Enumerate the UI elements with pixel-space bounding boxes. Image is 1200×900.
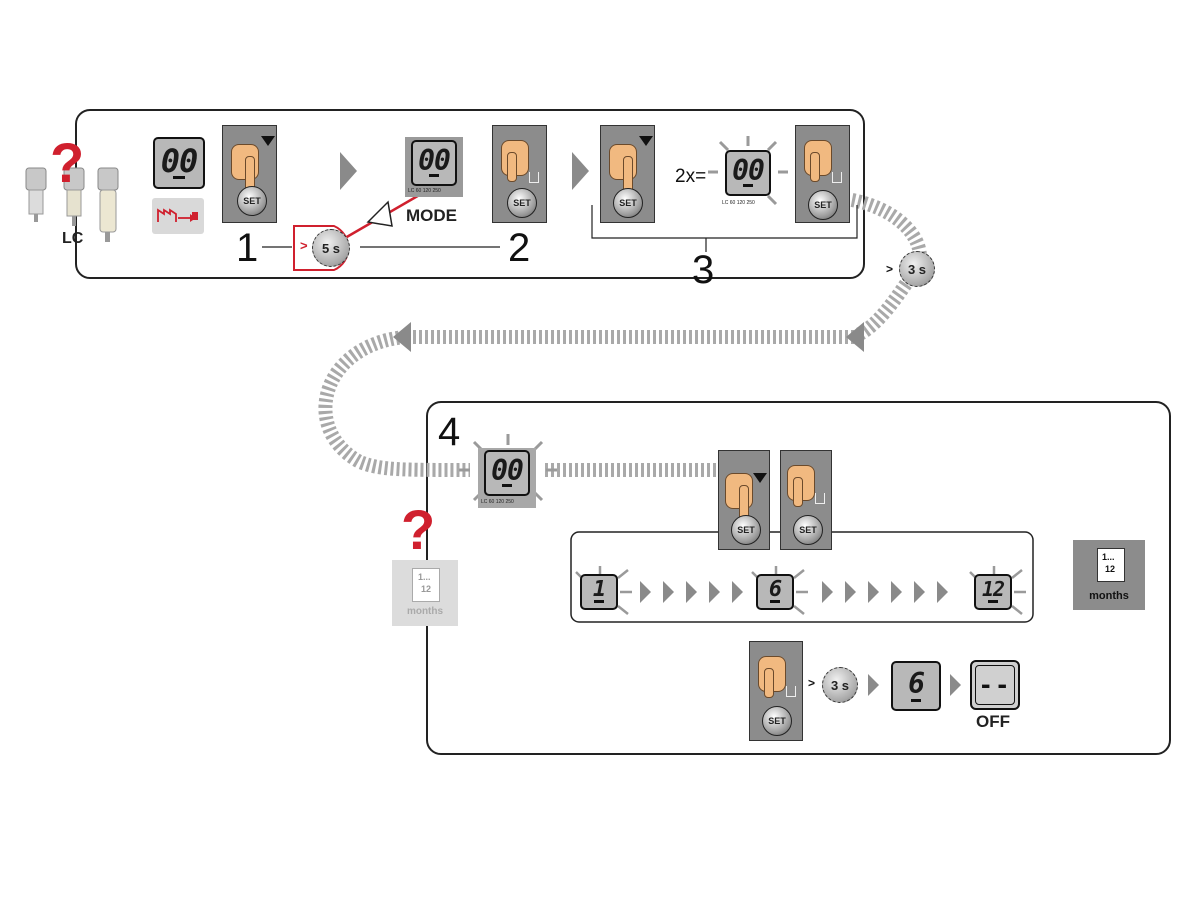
arrow-down-icon — [639, 136, 653, 146]
arrow-right-small-icon — [914, 581, 925, 603]
finger-icon — [764, 668, 774, 698]
question-mark-icon: ? — [50, 131, 85, 194]
press-set-down-panel: SET — [222, 125, 277, 223]
arrow-down-icon — [261, 136, 275, 146]
finger-icon — [793, 477, 803, 507]
display-scale: LC 60 120 250 — [722, 200, 755, 206]
arrow-up-icon — [832, 172, 842, 183]
step-number-4: 4 — [438, 410, 461, 454]
device-label: LC — [62, 230, 84, 247]
arrow-right-small-icon — [686, 581, 697, 603]
step-number-2: 2 — [508, 226, 531, 270]
timer-3s: 3 s — [822, 667, 858, 703]
set-button[interactable]: SET — [507, 188, 537, 218]
off-display: -- — [970, 660, 1020, 710]
arrow-right-small-icon — [937, 581, 948, 603]
set-button[interactable]: SET — [237, 186, 267, 216]
months-icon: 1... 12 months — [1073, 540, 1145, 610]
set-button[interactable]: SET — [808, 190, 838, 220]
blinking-display: 00 — [725, 150, 771, 196]
filter-devices-icon — [25, 167, 119, 242]
months-range-top: 1... — [418, 572, 431, 582]
months-label: months — [406, 606, 444, 617]
release-set-panel: SET — [749, 641, 803, 741]
months-label: months — [1089, 590, 1129, 602]
release-set-panel: SET — [492, 125, 547, 223]
gt-sign: > — [886, 262, 894, 276]
step-number-1: 1 — [236, 226, 259, 270]
release-set-panel: SET — [795, 125, 850, 223]
months-range-top: 1... — [1102, 552, 1115, 562]
mode-label: MODE — [406, 206, 457, 225]
arrow-down-icon — [753, 473, 767, 483]
set-button[interactable]: SET — [793, 515, 823, 545]
arrow-right-icon — [572, 152, 589, 190]
arrow-right-small-icon — [868, 674, 879, 696]
arrow-right-small-icon — [640, 581, 651, 603]
arrow-right-small-icon — [868, 581, 879, 603]
gt-sign: > — [808, 676, 816, 690]
arrow-right-small-icon — [891, 581, 902, 603]
release-set-panel: SET — [780, 450, 832, 550]
factory-reset-icon — [152, 198, 204, 234]
arrow-up-icon — [529, 172, 539, 183]
sequence-display-12: 12 — [974, 574, 1012, 610]
calendar-icon — [1097, 548, 1125, 582]
off-label: OFF — [976, 712, 1010, 731]
sequence-display-6: 6 — [756, 574, 794, 610]
months-range-bottom: 12 — [421, 584, 432, 594]
result-display: 6 — [891, 661, 941, 711]
set-button[interactable]: SET — [613, 188, 643, 218]
arrow-right-icon — [340, 152, 357, 190]
display-default: 00 — [153, 137, 205, 189]
calendar-icon — [412, 568, 440, 602]
finger-icon — [507, 152, 517, 182]
question-mark-icon: ? — [401, 498, 436, 561]
blink-rays-2x — [708, 136, 788, 206]
gt-sign: > — [300, 238, 308, 253]
press-set-down-panel: SET — [600, 125, 655, 223]
arrow-up-icon — [815, 493, 825, 504]
months-icon-faded: 1... 12 months — [392, 560, 458, 626]
arrow-right-small-icon — [845, 581, 856, 603]
sequence-display-1: 1 — [580, 574, 618, 610]
press-set-down-panel: SET — [718, 450, 770, 550]
set-button[interactable]: SET — [731, 515, 761, 545]
blink-rays-seq — [575, 566, 1026, 615]
flow-arrowhead-left — [393, 322, 411, 352]
step4-display: 00 — [484, 450, 530, 496]
arrow-right-small-icon — [663, 581, 674, 603]
display-scale: LC 60 120 250 — [408, 188, 441, 194]
press-twice-label: 2x= — [675, 166, 707, 187]
timer-5s: 5 s — [312, 229, 350, 267]
mode-display: 00 — [411, 140, 457, 186]
arrow-right-small-icon — [709, 581, 720, 603]
arrow-up-icon — [786, 686, 796, 697]
arrow-right-small-icon — [732, 581, 743, 603]
timer-3s: 3 s — [899, 251, 935, 287]
months-range-bottom: 12 — [1105, 564, 1116, 574]
finger-icon — [810, 152, 820, 182]
arrow-right-small-icon — [822, 581, 833, 603]
step-number-3: 3 — [692, 248, 715, 292]
set-button[interactable]: SET — [762, 706, 792, 736]
display-scale: LC 60 120 250 — [481, 499, 514, 505]
flow-arrowhead-right — [846, 322, 864, 352]
arrow-right-small-icon — [950, 674, 961, 696]
cone-icon — [366, 200, 393, 227]
